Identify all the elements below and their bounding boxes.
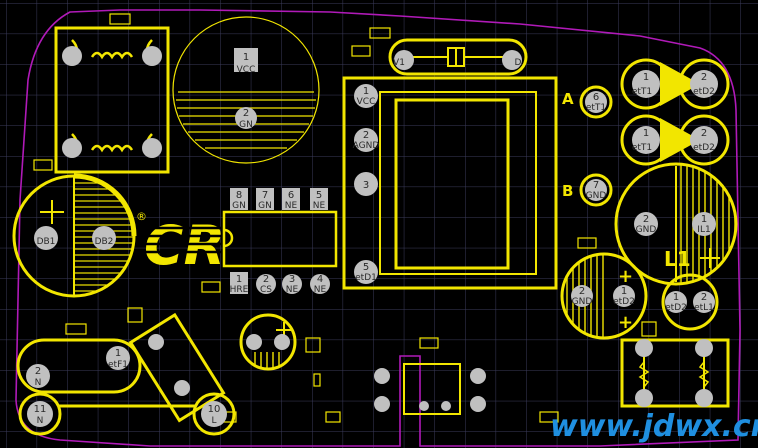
- pad-num: 1: [701, 214, 707, 225]
- pad-num: 2: [579, 286, 585, 297]
- pad-num: 1: [363, 86, 369, 97]
- pad-num: 2: [701, 128, 707, 139]
- pad-label: N: [37, 416, 44, 426]
- pad-num: 1: [673, 292, 679, 303]
- pad-label: AGND: [353, 141, 380, 151]
- pad-label: GND: [636, 225, 657, 235]
- output-diode-2: 1 etT1 2 etD2: [620, 114, 730, 166]
- controller-ic: 8 GN 7 GN 6 NE 5 NE 1 HRE 2 CS 3 NE 4 NE: [222, 188, 338, 295]
- pad-num: 5: [363, 262, 369, 273]
- pad-label: etL1: [694, 303, 714, 313]
- pad-label: V1: [393, 58, 405, 68]
- bulk-capacitor: 1 VCC 2 GN: [172, 16, 320, 164]
- pad-num: 2: [35, 366, 41, 377]
- choke-top-left: [54, 26, 170, 174]
- pad-label: CS: [260, 285, 272, 295]
- pad-label: etT1: [586, 103, 606, 113]
- registered-mark: ®: [136, 210, 147, 223]
- pad-num: 1: [643, 128, 649, 139]
- pad-label: NE: [285, 201, 298, 211]
- pad-label: IL1: [697, 225, 710, 235]
- pad-label: GN: [232, 201, 246, 211]
- logo-text: CR: [144, 214, 225, 277]
- pad-num: 2: [643, 214, 649, 225]
- marking-l1: L1: [664, 247, 691, 271]
- pad-num: 3: [363, 180, 369, 191]
- pad-num: 2: [243, 108, 249, 119]
- pad-num: 8: [236, 190, 242, 201]
- pad-num: 6: [288, 190, 294, 201]
- fuse: 2 N 1 etF1: [16, 338, 142, 394]
- pad-num: 3: [289, 274, 295, 285]
- pad-label: etF1: [108, 360, 128, 370]
- pad-label: etD2: [693, 87, 715, 97]
- pad-label: etT1: [632, 143, 652, 153]
- pad-label: DB1: [37, 237, 56, 247]
- pad-num: 7: [593, 180, 599, 191]
- pad-num: 4: [317, 274, 323, 285]
- pad-label: GND: [572, 297, 593, 307]
- watermark: www.jdwx.cn: [550, 409, 758, 444]
- pad-num: 11: [34, 404, 47, 415]
- pad-label: N: [35, 378, 42, 388]
- pad-num: 6: [593, 92, 599, 103]
- pad-label: GND: [586, 191, 607, 201]
- pad-label: NE: [314, 285, 327, 295]
- pad-num: 10: [208, 404, 221, 415]
- pad-num: 1: [115, 348, 121, 359]
- capacitor-c4: 1 etD2 2 etL1: [661, 273, 719, 331]
- pad-label: D: [515, 58, 522, 68]
- pad-num: 1: [621, 286, 627, 297]
- output-connector: [620, 338, 730, 408]
- small-capacitor: [239, 313, 297, 371]
- pad-num: 7: [262, 190, 268, 201]
- pad-label: L: [211, 416, 216, 426]
- cr-logo: CR ®: [136, 210, 230, 277]
- pad-label: NE: [286, 285, 299, 295]
- plus-mark: +: [618, 266, 633, 287]
- marking-a: A: [562, 90, 574, 108]
- pad-num: 1: [236, 274, 242, 285]
- pad-label: etD2: [693, 143, 715, 153]
- marking-b: B: [562, 182, 573, 200]
- transformer-secondary-pads: 6 etT1 7 GND: [579, 85, 613, 207]
- pad-num: 2: [263, 274, 269, 285]
- pad-label: GN: [239, 120, 253, 130]
- pad-label: etT1: [632, 87, 652, 97]
- pad-label: VCC: [237, 65, 256, 75]
- resistor-top: V1 D: [388, 38, 528, 76]
- pad-num: 1: [243, 52, 249, 63]
- board-outline: [15, 9, 741, 447]
- pad-label: NE: [313, 201, 326, 211]
- bottom-center-pads: [374, 363, 486, 415]
- pad-label: GN: [258, 201, 272, 211]
- varistor: [128, 312, 226, 423]
- pad-label: etD1: [355, 273, 377, 283]
- ac-input-pads: 11 N 10 L: [18, 392, 236, 436]
- pad-num: 2: [701, 292, 707, 303]
- plus-mark: +: [618, 312, 633, 333]
- output-capacitor: 2 GND 1 IL1: [614, 162, 738, 286]
- pad-num: 1: [643, 72, 649, 83]
- pad-num: 2: [701, 72, 707, 83]
- pad-label: etD2: [613, 297, 635, 307]
- pad-label: VCC: [357, 97, 376, 107]
- capacitor-c3: + + 2 GND 1 etD2: [560, 252, 648, 340]
- pad-num: 5: [316, 190, 322, 201]
- ref-markers: [33, 13, 657, 423]
- pad-label: HRE: [230, 285, 249, 295]
- input-capacitor: DB1 DB2: [12, 173, 137, 298]
- pad-label: etD2: [665, 303, 687, 313]
- pad-label: DB2: [95, 237, 114, 247]
- pad-num: 2: [363, 130, 369, 141]
- transformer: 1 VCC 2 AGND 3 5 etD1: [342, 76, 558, 290]
- output-diode-1: 1 etT1 2 etD2: [620, 58, 730, 110]
